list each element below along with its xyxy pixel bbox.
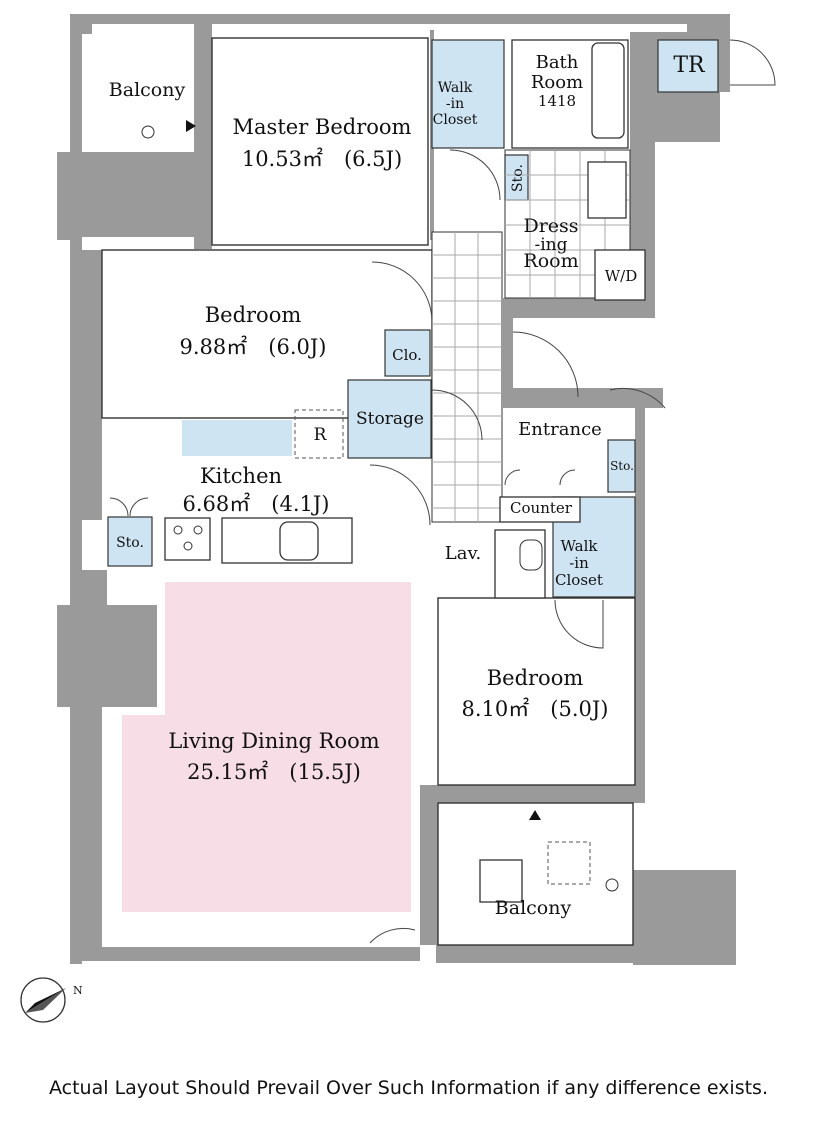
living-dining-area: 25.15㎡ (15.5J) <box>187 760 361 784</box>
kitchen-sink <box>279 521 319 561</box>
svg-text:Walk: Walk <box>561 537 599 555</box>
hall-tiles <box>431 149 631 523</box>
svg-text:-in: -in <box>446 96 464 112</box>
cooktop <box>164 517 211 561</box>
bedroom-mid-area: 9.88㎡ (6.0J) <box>180 335 327 359</box>
svg-text:Sto.: Sto. <box>116 535 144 551</box>
svg-text:-ing: -ing <box>534 235 567 255</box>
svg-text:Closet: Closet <box>555 571 603 589</box>
bedroom-bottom-label: Bedroom <box>487 666 584 690</box>
closets <box>107 39 719 598</box>
dressing-room-label: Dress <box>523 215 578 237</box>
bedroom-bottom-area: 8.10㎡ (5.0J) <box>462 697 609 721</box>
drain-icon <box>605 878 619 892</box>
kitchen-hatch <box>182 420 292 456</box>
living-dining-label: Living Dining Room <box>168 729 379 753</box>
svg-text:1418: 1418 <box>538 92 576 110</box>
master-bedroom-area: 10.53㎡ (6.5J) <box>242 147 402 171</box>
room-labels: Balcony Master Bedroom 10.53㎡ (6.5J) Wal… <box>109 52 706 919</box>
outdoor-unit <box>479 859 523 903</box>
svg-text:Counter: Counter <box>510 499 573 517</box>
bath-room-label: Bath <box>536 52 579 73</box>
svg-text:Closet: Closet <box>433 112 478 128</box>
window-arrow-icon <box>186 120 196 132</box>
svg-text:W/D: W/D <box>605 267 638 285</box>
fridge-space <box>294 409 344 459</box>
svg-text:N: N <box>73 984 83 997</box>
balcony-top-label: Balcony <box>109 79 186 101</box>
kitchen-area: 6.68㎡ (4.1J) <box>183 492 330 516</box>
svg-text:Clo.: Clo. <box>392 346 422 364</box>
washbasin <box>587 161 627 219</box>
floor-plan: Balcony Master Bedroom 10.53㎡ (6.5J) Wal… <box>20 14 776 1023</box>
walls <box>57 14 736 965</box>
storage-label: Storage <box>356 409 424 429</box>
bathtub <box>591 42 625 139</box>
doors <box>109 39 776 944</box>
washer-dryer <box>594 249 646 301</box>
lav-label: Lav. <box>445 543 481 564</box>
drain-icon <box>141 125 155 139</box>
window-arrow-icon <box>529 810 541 820</box>
north-arrow-icon: N <box>20 977 83 1023</box>
svg-text:Sto.: Sto. <box>510 164 526 192</box>
outdoor-unit-dashed <box>547 841 591 885</box>
disclaimer-text: Actual Layout Should Prevail Over Such I… <box>49 1077 768 1099</box>
svg-text:Room: Room <box>531 72 583 93</box>
svg-text:Room: Room <box>523 250 578 272</box>
tr-label: TR <box>673 53 706 78</box>
entrance-label: Entrance <box>518 419 602 440</box>
bedroom-mid-label: Bedroom <box>205 303 302 327</box>
living-dining-floor <box>165 582 411 912</box>
svg-text:Sto.: Sto. <box>610 459 634 473</box>
kitchen-label: Kitchen <box>200 464 282 488</box>
master-bedroom-label: Master Bedroom <box>233 115 412 139</box>
svg-text:Walk: Walk <box>438 80 473 96</box>
svg-text:R: R <box>314 425 328 445</box>
floor-fills <box>101 37 636 946</box>
balcony-bottom-label: Balcony <box>495 897 572 919</box>
svg-text:-in: -in <box>569 554 589 572</box>
fixtures <box>141 39 646 903</box>
